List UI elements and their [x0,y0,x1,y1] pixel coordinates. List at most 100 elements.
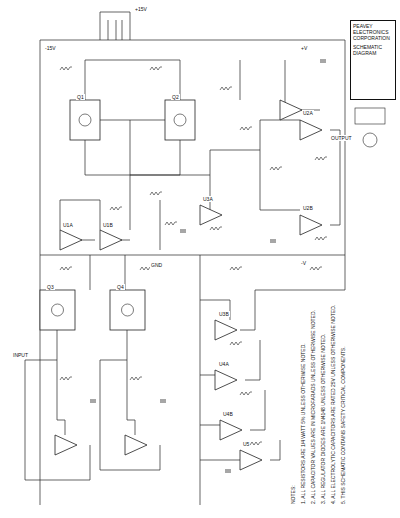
wire [245,340,260,380]
part-label: -15V [44,45,57,51]
resistor-symbol [210,227,222,230]
package-icon [363,133,377,147]
part-label: Q4 [116,284,125,290]
transistor-symbol [122,304,134,316]
part-label: U2B [302,205,314,211]
wire [108,20,109,40]
resistor-symbol [150,192,162,195]
wire [250,390,265,430]
note-text: 2. ALL CAPACITOR VALUES ARE IN MICROFARA… [310,309,316,505]
op-amp-symbol [100,230,122,250]
wire [60,200,100,230]
title-block: PEAVEY ELECTRONICS CORPORATION SCHEMATIC … [350,20,396,100]
resistor-symbol [315,157,327,160]
capacitor-symbol [270,240,276,242]
resistor-symbol [230,342,242,345]
op-amp-symbol [215,370,237,390]
resistor-symbol [60,67,72,70]
wire [200,300,230,320]
wire [200,375,215,376]
part-label: +15V [134,6,148,12]
resistor-symbol [130,377,142,380]
part-label: U3A [202,196,214,202]
note-text: 5. THIS SCHEMATIC CONTAINS SAFETY CRITIC… [340,345,346,505]
wire [85,140,180,175]
wire [260,150,300,210]
part-label: GND [150,262,163,268]
op-amp-symbol [60,230,82,250]
part-label: U3B [218,311,230,317]
resistor-symbol [150,67,162,70]
resistor-symbol [110,207,122,210]
wire [90,255,91,290]
resistor-symbol [60,267,72,270]
resistor-symbol [240,127,252,130]
wire [200,460,240,461]
part-label: +V [300,45,308,51]
resistor-symbol [270,167,282,170]
op-amp-symbol [200,205,222,225]
transistor-symbol [174,114,186,126]
component-block [165,100,195,140]
title-text: SCHEMATIC DIAGRAM [353,44,393,56]
transistor-symbol [79,114,91,126]
title-text: PEAVEY ELECTRONICS CORPORATION [353,23,393,41]
op-amp-symbol [300,120,322,140]
wire [330,130,340,131]
capacitor-symbol [90,400,96,402]
part-label: U2A [302,110,314,116]
part-label: INPUT [12,352,29,358]
wire [57,330,65,435]
transistor-symbol [52,304,64,316]
op-amp-symbol [220,420,242,440]
part-label: U5 [242,441,250,447]
note-text: 1. ALL RESISTORS ARE 1/4 WATT 5% UNLESS … [300,342,306,505]
wire [100,120,165,121]
capacitor-symbol [180,230,186,232]
op-amp-symbol [300,215,322,235]
wire [25,360,90,480]
op-amp-symbol [125,435,147,455]
wire [100,360,160,470]
component-block [110,290,145,330]
wire [210,120,300,175]
wire [40,40,345,255]
resistor-symbol [60,377,72,380]
part-label: -V [300,260,307,266]
part-label: Q1 [76,94,85,100]
wire [160,200,161,250]
wire [330,130,340,225]
package-icon [355,108,385,124]
wire [130,175,210,215]
component-block [40,290,75,330]
part-label: U1B [102,222,114,228]
part-label: OUTPUT [330,135,353,141]
part-label: Q2 [171,94,180,100]
capacitor-symbol [225,470,231,472]
op-amp-symbol [240,450,262,470]
resistor-symbol [250,442,262,445]
capacitor-symbol [160,400,166,402]
resistor-symbol [220,87,232,90]
wire [200,255,201,505]
resistor-symbol [240,392,252,395]
wire [122,20,123,40]
op-amp-symbol [215,320,237,340]
resistor-symbol [310,267,322,270]
part-label: Q3 [46,284,55,290]
wire [200,425,220,426]
op-amp-symbol [55,435,77,455]
wire [270,440,280,460]
part-label: U4A [218,361,230,367]
wire [285,60,320,110]
note-text: NOTES: [290,484,296,505]
resistor-symbol [165,222,177,225]
note-text: 3. ALL REGULATOR DIODES ARE 1N4148 UNLES… [320,333,326,505]
part-label: U1A [62,222,74,228]
note-text: 4. ALL ELECTROLYTIC CAPACITORS ARE RATED… [330,304,336,505]
part-label: U4B [222,411,234,417]
component-block [70,100,100,140]
wire [116,20,117,40]
op-amp-symbol [280,100,302,120]
